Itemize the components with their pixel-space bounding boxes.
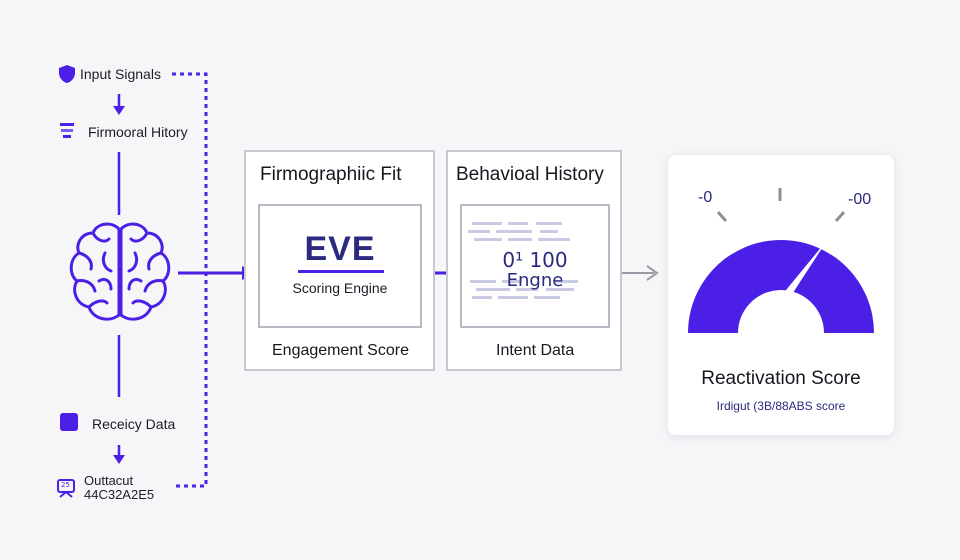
reactivation-score-title: Reactivation Score bbox=[701, 368, 861, 389]
arrow-down-1 bbox=[113, 94, 125, 115]
brain-icon bbox=[69, 222, 171, 321]
output-icon: 25 bbox=[56, 478, 76, 498]
input-signals-label: Input Signals bbox=[80, 66, 161, 82]
reactivation-score-subtitle: Irdigut (3B/88ABS score bbox=[716, 399, 846, 413]
gauge-hub bbox=[772, 294, 790, 312]
engine-score-range: 0¹ 100 bbox=[502, 248, 568, 272]
gauge-tick-left-label: -0 bbox=[698, 189, 713, 206]
arrow-down-2 bbox=[113, 445, 125, 464]
recency-data-label: Receicy Data bbox=[92, 416, 176, 432]
scoring-engine-logo: EVE bbox=[304, 230, 376, 268]
behavioral-history-panel: Behavioal History 0¹ 100 Engne Intent Da… bbox=[446, 150, 622, 371]
output-icon-text: 25 bbox=[61, 481, 70, 489]
square-icon bbox=[60, 413, 78, 431]
firmographic-fit-panel: Firmographiic Fit EVE Scoring Engine Eng… bbox=[244, 150, 435, 371]
engine-data-texture bbox=[468, 222, 578, 299]
gauge-tick-right bbox=[834, 211, 846, 222]
scoring-engine-underline bbox=[298, 270, 384, 273]
scoring-engine-label: Scoring Engine bbox=[292, 280, 388, 296]
engine-label: Engne bbox=[506, 270, 564, 291]
gauge-arc bbox=[688, 240, 874, 333]
behavioral-history-title: Behavioal History bbox=[456, 164, 604, 185]
shield-icon bbox=[59, 65, 75, 83]
engine-box: 0¹ 100 Engne bbox=[460, 204, 610, 328]
reactivation-score-panel: -0 -00 Reactivation Score Irdigut (3B/88… bbox=[668, 155, 894, 435]
gauge-tick-right-label: -00 bbox=[848, 191, 872, 208]
firm-history-label: Firmooral Hitory bbox=[88, 124, 188, 140]
output-label-line1: Outtacut bbox=[84, 473, 134, 488]
gauge-tick-left bbox=[716, 211, 728, 222]
gauge-needle bbox=[777, 239, 828, 305]
firmographic-fit-title: Firmographiic Fit bbox=[260, 164, 402, 185]
output-label-line2: 44C32A2E5 bbox=[84, 487, 155, 502]
gauge bbox=[688, 188, 874, 333]
intent-data-label: Intent Data bbox=[496, 342, 575, 359]
engagement-score-label: Engagement Score bbox=[272, 342, 409, 359]
stack-icon bbox=[60, 123, 74, 138]
scoring-engine-box: EVE Scoring Engine bbox=[258, 204, 422, 328]
dashed-bus-top bbox=[172, 72, 208, 488]
